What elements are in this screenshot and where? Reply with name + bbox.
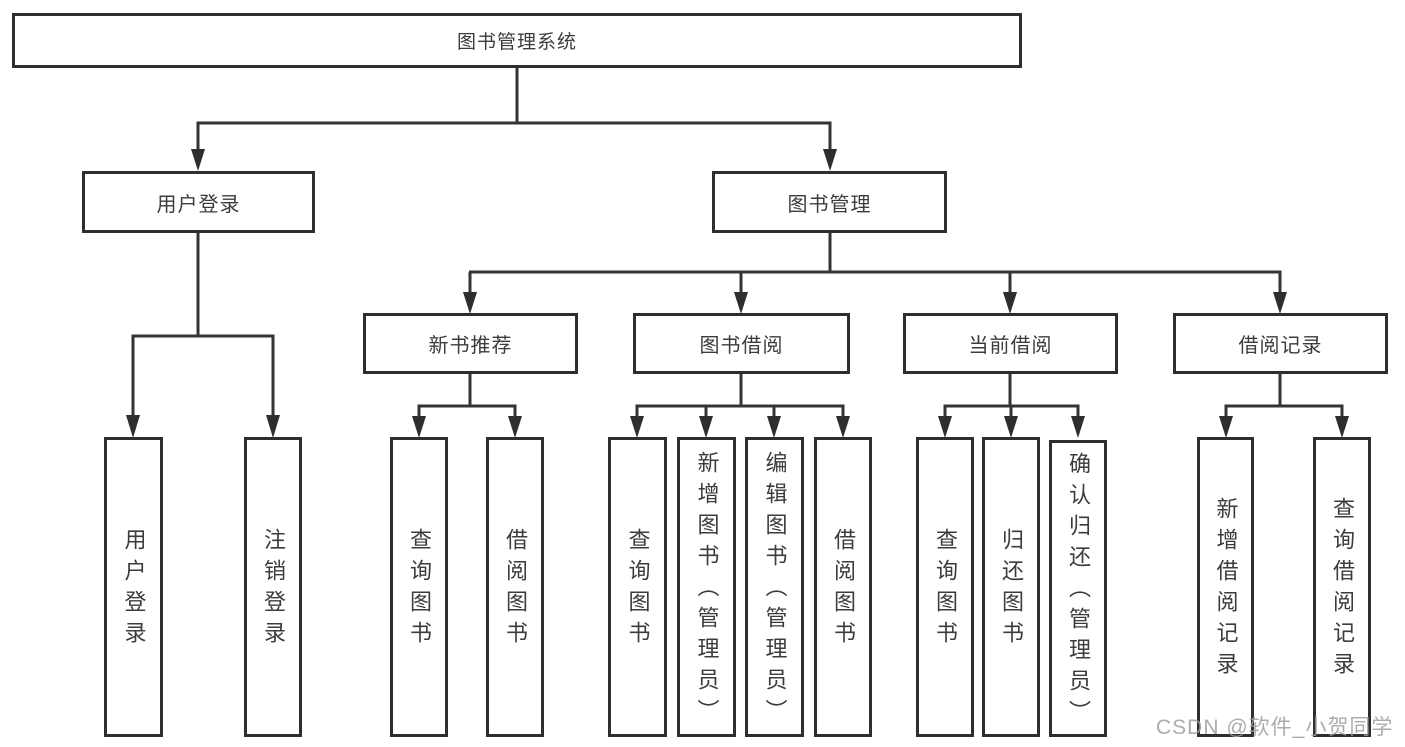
watermark: CSDN @软件_小贺同学	[1156, 716, 1394, 739]
leaf-add-books-admin: 新增图书（管理员）	[677, 437, 736, 737]
leaf-return-books: 归还图书	[982, 437, 1040, 737]
leaf-newbook-borrow-books: 借阅图书	[486, 437, 544, 737]
node-user-login: 用户登录	[82, 171, 315, 233]
connector-borrow-to-leaves	[630, 372, 850, 438]
leaf-current-query-books: 查询图书	[916, 437, 974, 737]
leaf-borrow-books: 借阅图书	[814, 437, 872, 737]
node-root-system: 图书管理系统	[12, 13, 1022, 68]
node-current-borrowing: 当前借阅	[903, 313, 1118, 374]
leaf-newbook-query-books: 查询图书	[390, 437, 448, 737]
leaf-borrow-query-books: 查询图书	[608, 437, 667, 737]
node-book-borrowing: 图书借阅	[633, 313, 850, 374]
leaf-edit-books-admin: 编辑图书（管理员）	[745, 437, 804, 737]
leaf-logout: 注销登录	[244, 437, 302, 737]
node-book-management: 图书管理	[712, 171, 947, 233]
connector-newbook-to-leaves	[412, 372, 522, 438]
connector-current-to-leaves	[938, 372, 1085, 438]
node-new-book-recommend: 新书推荐	[363, 313, 578, 374]
node-borrow-records: 借阅记录	[1173, 313, 1388, 374]
connector-mgmt-to-level3	[463, 231, 1287, 314]
leaf-query-borrow-record: 查询借阅记录	[1313, 437, 1371, 737]
leaf-add-borrow-record: 新增借阅记录	[1197, 437, 1254, 737]
connector-root-to-level2	[191, 66, 837, 171]
leaf-confirm-return-admin: 确认归还（管理员）	[1049, 440, 1107, 737]
connector-login-to-leaves	[126, 231, 280, 438]
leaf-user-login: 用户登录	[104, 437, 163, 737]
connector-records-to-leaves	[1219, 372, 1349, 438]
